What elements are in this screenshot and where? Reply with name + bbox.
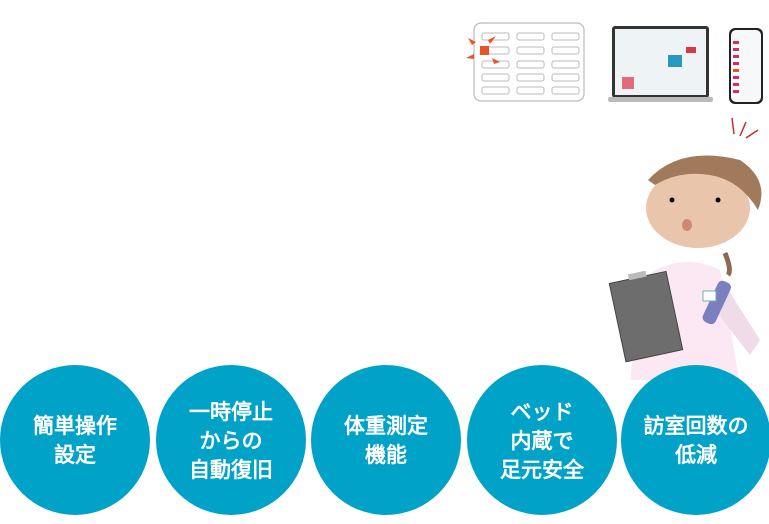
laptop-icon <box>608 26 713 102</box>
nurse-illustration <box>608 117 762 380</box>
feature-weight-measurement: 体重測定 機能 <box>311 365 461 515</box>
feature-bed-builtin: ベッド 内蔵で 足元安全 <box>467 365 617 515</box>
feature-label: ベッド 内蔵で 足元安全 <box>500 398 584 482</box>
feature-fewer-visits: 訪室回数の 低減 <box>621 365 769 515</box>
feature-label: 簡単操作 設定 <box>33 413 117 467</box>
feature-label: 体重測定 機能 <box>344 413 428 467</box>
smartphone-icon <box>729 28 763 104</box>
alert-grid-icon <box>466 22 585 102</box>
feature-label: 一時停止 からの 自動復旧 <box>189 398 273 482</box>
feature-easy-operation: 簡単操作 設定 <box>0 365 150 515</box>
feature-auto-recovery: 一時停止 からの 自動復旧 <box>156 365 306 515</box>
feature-label: 訪室回数の 低減 <box>643 413 749 467</box>
